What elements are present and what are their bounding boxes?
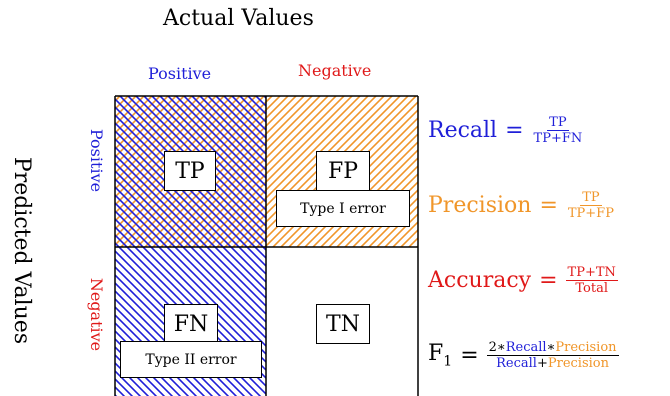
precision-formula: Precision = TP TP+FP — [428, 190, 616, 221]
accuracy-fraction: TP+TN Total — [565, 265, 618, 296]
type-2-error-label: Type II error — [120, 341, 262, 378]
accuracy-name: Accuracy — [428, 268, 532, 293]
f1-letter: F — [428, 341, 444, 367]
matrix-grid-lines — [114, 95, 419, 396]
cell-tp-label: TP — [164, 151, 216, 191]
cell-tn-label: TN — [316, 304, 370, 344]
f1-num-mul: ∗ — [546, 340, 556, 355]
precision-name: Precision — [428, 193, 532, 218]
column-label-negative: Negative — [298, 61, 372, 80]
column-label-positive: Positive — [148, 64, 212, 83]
precision-denominator: TP+FP — [567, 206, 614, 221]
f1-den-precision: Precision — [547, 356, 609, 371]
f1-fraction: 2∗Recall∗Precision Recall+Precision — [486, 340, 619, 371]
recall-fraction: TP TP+FN — [532, 115, 585, 146]
f1-num-recall: Recall — [505, 340, 547, 355]
recall-numerator: TP — [547, 115, 569, 131]
precision-fraction: TP TP+FP — [566, 190, 616, 221]
cell-fp-label: FP — [316, 151, 370, 191]
f1-equals: = — [460, 343, 479, 368]
accuracy-equals: = — [539, 268, 558, 293]
accuracy-denominator: Total — [575, 281, 609, 296]
f1-numerator: 2∗Recall∗Precision — [486, 340, 619, 356]
f1-name: F1 — [428, 341, 452, 369]
precision-equals: = — [539, 193, 558, 218]
f1-num-precision: Precision — [555, 340, 617, 355]
recall-denominator: TP+FN — [533, 131, 583, 146]
f1-denominator: Recall+Precision — [494, 356, 611, 371]
type-1-error-label: Type I error — [276, 190, 410, 227]
recall-name: Recall — [428, 118, 498, 143]
cell-fn-label: FN — [164, 304, 218, 344]
f1-num-prefix: 2∗ — [488, 340, 506, 355]
accuracy-numerator: TP+TN — [565, 265, 618, 281]
recall-equals: = — [505, 118, 524, 143]
precision-numerator: TP — [580, 190, 602, 206]
f1-subscript: 1 — [443, 353, 453, 370]
diagram-title: Actual Values — [163, 6, 314, 31]
recall-formula: Recall = TP TP+FN — [428, 115, 584, 146]
f1-den-plus: + — [536, 356, 548, 371]
f1-formula: F1 = 2∗Recall∗Precision Recall+Precision — [428, 340, 619, 371]
f1-den-recall: Recall — [496, 356, 537, 371]
accuracy-formula: Accuracy = TP+TN Total — [428, 265, 618, 296]
